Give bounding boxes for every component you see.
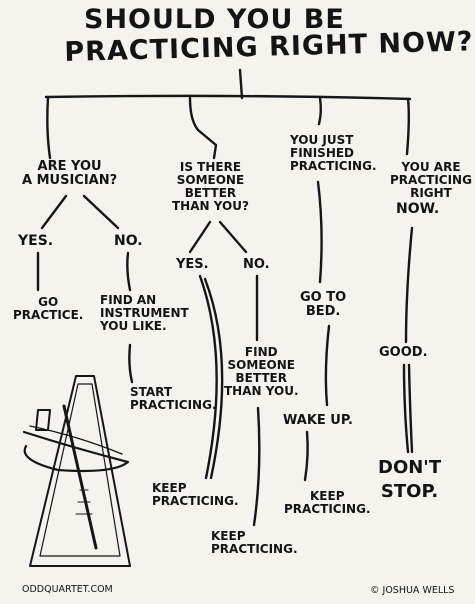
top-branch-bar bbox=[44, 94, 412, 101]
node-find-someone: Find someone better than you. bbox=[224, 345, 299, 398]
node-practicing-now: You are practicing right bbox=[390, 160, 472, 200]
finished-to-bed bbox=[316, 180, 323, 284]
someone-to-yes bbox=[188, 220, 212, 254]
node-keep-practicing-2: Keep practicing. bbox=[211, 529, 298, 556]
footer-credit: © Joshua Wells bbox=[370, 585, 455, 596]
musician-to-no bbox=[82, 194, 120, 230]
node-wake-up: Wake up. bbox=[283, 413, 353, 428]
find-someone-to-keep-2 bbox=[252, 406, 261, 527]
node-just-finished: You just finished practicing. bbox=[290, 133, 377, 173]
node-go-practice: Go practice. bbox=[13, 295, 84, 322]
node-no-2: No. bbox=[243, 257, 270, 272]
node-practicing-now-emphasis: now. bbox=[396, 201, 440, 217]
footer-site: oddquartet.com bbox=[22, 584, 113, 595]
node-keep-practicing-3: Keep practicing. bbox=[284, 489, 371, 516]
node-go-to-bed: Go to bed. bbox=[300, 290, 347, 320]
yes-to-keep-1 bbox=[198, 274, 218, 480]
metronome-icon bbox=[22, 375, 131, 567]
node-is-there-someone: Is there someone better than you? bbox=[172, 160, 249, 213]
node-no-1: No. bbox=[114, 233, 143, 249]
now-to-good bbox=[404, 226, 414, 344]
branch-1-drop bbox=[46, 96, 52, 160]
node-find-instrument: Find an instrument you like. bbox=[100, 293, 189, 333]
no-to-find-instrument bbox=[126, 251, 132, 292]
node-keep-practicing-1: Keep practicing. bbox=[152, 481, 239, 508]
good-to-dont-stop bbox=[402, 363, 410, 454]
find-to-start bbox=[128, 343, 134, 384]
yes-to-keep-1b bbox=[203, 277, 224, 480]
node-are-you-musician: Are you a musician? bbox=[22, 159, 118, 189]
title-stem bbox=[238, 68, 244, 100]
good-to-dont-stop-b bbox=[407, 363, 414, 454]
node-yes-2: Yes. bbox=[176, 257, 209, 272]
node-good: Good. bbox=[379, 345, 428, 360]
bed-to-wake bbox=[324, 324, 331, 407]
title-line-1: Should you be bbox=[84, 4, 345, 35]
musician-to-yes bbox=[40, 194, 68, 230]
node-dont-stop: Don't stop. bbox=[378, 457, 442, 503]
wake-to-keep-3 bbox=[303, 430, 309, 482]
node-yes-1: Yes. bbox=[18, 233, 54, 249]
someone-to-no bbox=[218, 220, 248, 254]
branch-4-drop bbox=[405, 97, 410, 156]
branch-2-drop bbox=[188, 96, 218, 160]
branch-3-drop bbox=[317, 96, 322, 126]
node-start-practicing: Start practicing. bbox=[130, 385, 217, 412]
